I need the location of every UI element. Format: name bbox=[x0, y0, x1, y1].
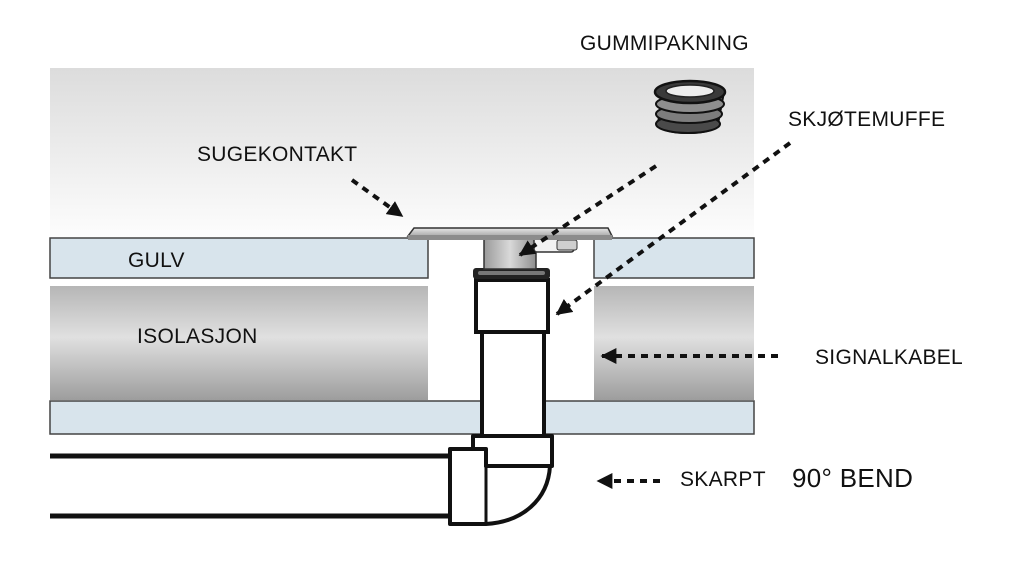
gasket-ring bbox=[473, 268, 550, 279]
leader-arrows bbox=[350, 141, 792, 489]
rubber-gasket-illustration bbox=[653, 79, 727, 134]
label-isolasjon: ISOLASJON bbox=[137, 325, 258, 348]
label-sugekontakt: SUGEKONTAKT bbox=[197, 143, 358, 166]
label-skjotemuffe: SKJØTEMUFFE bbox=[788, 108, 946, 131]
label-skarpt: SKARPT bbox=[680, 468, 766, 491]
floor-layer bbox=[49, 237, 755, 279]
inlet-valve bbox=[406, 227, 614, 270]
arrow-skjotemuffe bbox=[555, 141, 792, 316]
arrow-gummipakning bbox=[518, 164, 658, 257]
label-signalkabel: SIGNALKABEL bbox=[815, 346, 964, 369]
subfloor-board bbox=[49, 400, 755, 435]
label-gulv: GULV bbox=[128, 249, 185, 272]
room-background bbox=[50, 68, 754, 238]
sharp-90-bend bbox=[448, 434, 554, 526]
arrow-sugekontakt bbox=[350, 178, 404, 218]
vertical-pipe bbox=[480, 328, 546, 438]
label-90-bend: 90° BEND bbox=[792, 463, 914, 493]
label-gummipakning: GUMMIPAKNING bbox=[580, 32, 749, 55]
coupling-sleeve bbox=[474, 278, 550, 334]
horizontal-pipe bbox=[50, 453, 450, 519]
insulation-layer bbox=[50, 286, 754, 400]
